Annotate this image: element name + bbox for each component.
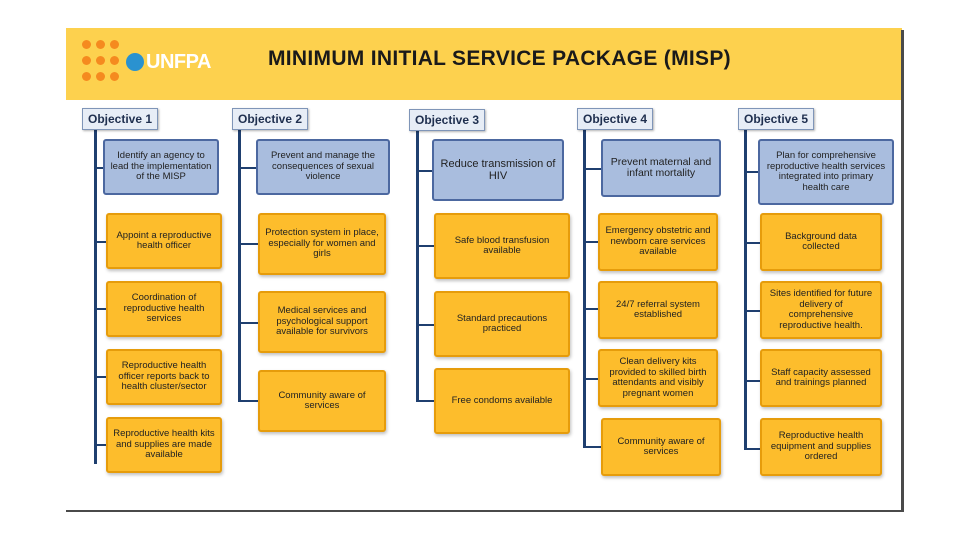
page-title: MINIMUM INITIAL SERVICE PACKAGE (MISP) <box>268 47 731 70</box>
objective-3-item: Free condoms available <box>434 368 570 434</box>
slide-border <box>66 510 904 512</box>
objective-5-item: Reproductive health equipment and suppli… <box>760 418 882 476</box>
objective-1-item: Reproductive health kits and supplies ar… <box>106 417 222 473</box>
connector-line <box>94 444 106 446</box>
objective-3-item: Standard precautions practiced <box>434 291 570 357</box>
objective-4-tab: Objective 4 <box>577 108 654 130</box>
connector-line <box>238 128 241 402</box>
connector-line <box>744 242 760 244</box>
connector-line <box>94 128 97 464</box>
objective-5-goal: Plan for comprehensive reproductive heal… <box>758 139 894 205</box>
connector-line <box>94 308 106 310</box>
logo-dot <box>110 56 119 65</box>
brand-name: UNFPA <box>146 51 211 73</box>
objective-1-item: Reproductive health officer reports back… <box>106 349 222 405</box>
logo-dot <box>82 40 91 49</box>
connector-line <box>744 128 747 450</box>
logo-dot <box>110 72 119 81</box>
objective-5-tab: Objective 5 <box>738 108 815 130</box>
objective-3-tab: Objective 3 <box>409 109 486 131</box>
connector-line <box>416 400 434 402</box>
connector-line <box>583 128 586 448</box>
objective-1-item: Coordination of reproductive health serv… <box>106 281 222 337</box>
slide-border <box>901 30 904 512</box>
unfpa-logo: UNFPA <box>82 38 222 86</box>
logo-dot <box>110 40 119 49</box>
un-globe-icon <box>126 53 144 71</box>
objective-1-tab: Objective 1 <box>82 108 159 130</box>
connector-line <box>94 241 106 243</box>
connector-line <box>416 245 434 247</box>
logo-dot <box>96 72 105 81</box>
connector-line <box>583 241 599 243</box>
connector-line <box>583 168 601 170</box>
connector-line <box>744 171 758 173</box>
objective-4-item: Emergency obstetric and newborn care ser… <box>598 213 718 271</box>
objective-3-goal: Reduce transmission of HIV <box>432 139 564 201</box>
connector-line <box>744 448 760 450</box>
objective-2-goal: Prevent and manage the consequences of s… <box>256 139 390 195</box>
connector-line <box>744 310 760 312</box>
connector-line <box>744 380 760 382</box>
logo-dot <box>82 56 91 65</box>
connector-line <box>416 170 432 172</box>
connector-line <box>94 167 104 169</box>
connector-line <box>94 376 106 378</box>
objective-1-goal: Identify an agency to lead the implement… <box>103 139 219 195</box>
connector-line <box>238 167 256 169</box>
objective-4-item: Community aware of services <box>601 418 721 476</box>
logo-dot <box>82 72 91 81</box>
objective-1-item: Appoint a reproductive health officer <box>106 213 222 269</box>
header-band <box>66 28 902 100</box>
logo-dot <box>96 56 105 65</box>
objective-3-item: Safe blood transfusion available <box>434 213 570 279</box>
objective-2-item: Medical services and psychological suppo… <box>258 291 386 353</box>
objective-4-item: 24/7 referral system established <box>598 281 718 339</box>
connector-line <box>583 378 599 380</box>
connector-line <box>416 324 434 326</box>
connector-line <box>238 322 258 324</box>
connector-line <box>238 400 258 402</box>
objective-5-item: Background data collected <box>760 213 882 271</box>
objective-4-item: Clean delivery kits provided to skilled … <box>598 349 718 407</box>
connector-line <box>416 128 419 402</box>
logo-dot <box>96 40 105 49</box>
objective-2-tab: Objective 2 <box>232 108 309 130</box>
objective-4-goal: Prevent maternal and infant mortality <box>601 139 721 197</box>
connector-line <box>583 446 601 448</box>
connector-line <box>238 243 258 245</box>
objective-2-item: Protection system in place, especially f… <box>258 213 386 275</box>
objective-5-item: Staff capacity assessed and trainings pl… <box>760 349 882 407</box>
connector-line <box>583 308 599 310</box>
objective-5-item: Sites identified for future delivery of … <box>760 281 882 339</box>
objective-2-item: Community aware of services <box>258 370 386 432</box>
